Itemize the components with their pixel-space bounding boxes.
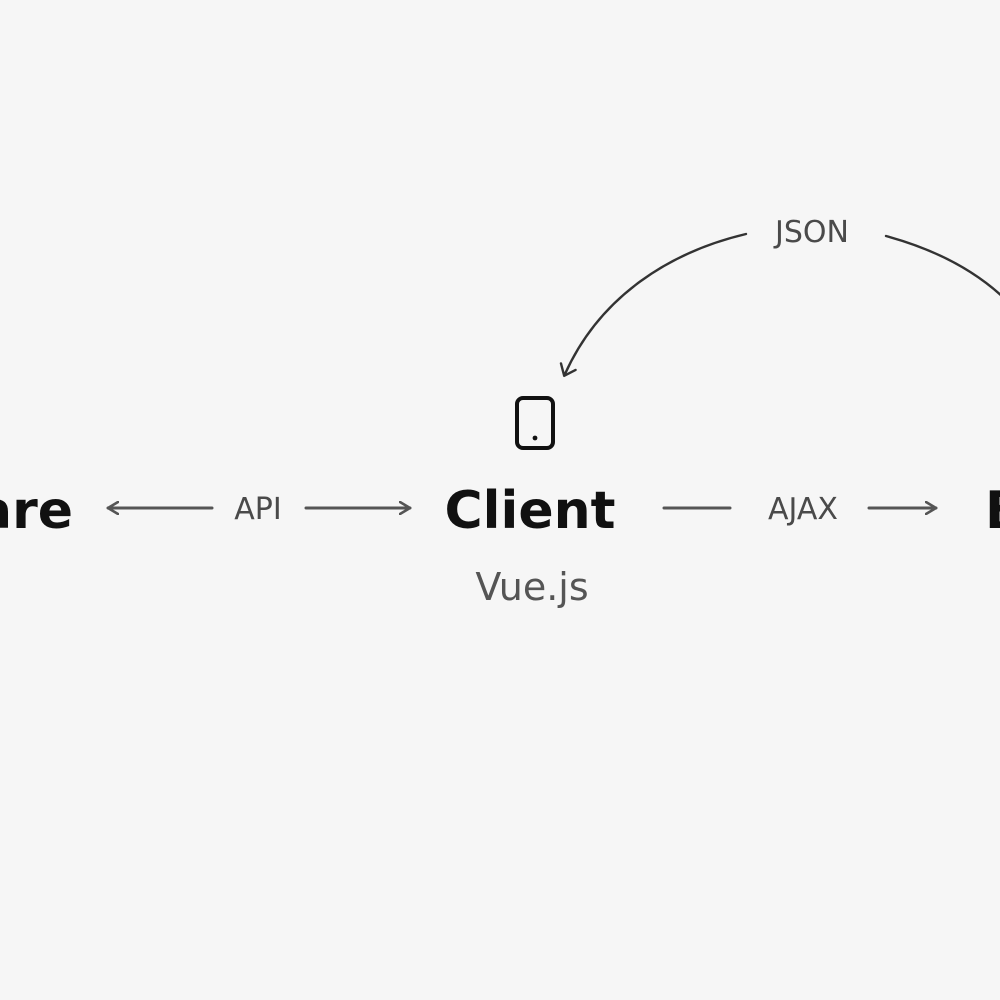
node-client-sublabel: Vue.js bbox=[475, 565, 588, 609]
node-client-label: Client bbox=[445, 481, 616, 541]
node-right-label: B bbox=[985, 481, 1000, 541]
json-arc-left-segment bbox=[559, 232, 748, 378]
mobile-device-icon bbox=[515, 396, 555, 450]
json-arc-right-segment bbox=[884, 234, 1000, 297]
api-edge-label: API bbox=[234, 492, 281, 527]
node-left-label: are bbox=[0, 481, 73, 541]
ajax-edge-label: AJAX bbox=[768, 492, 838, 527]
json-edge-label: JSON bbox=[773, 215, 849, 250]
